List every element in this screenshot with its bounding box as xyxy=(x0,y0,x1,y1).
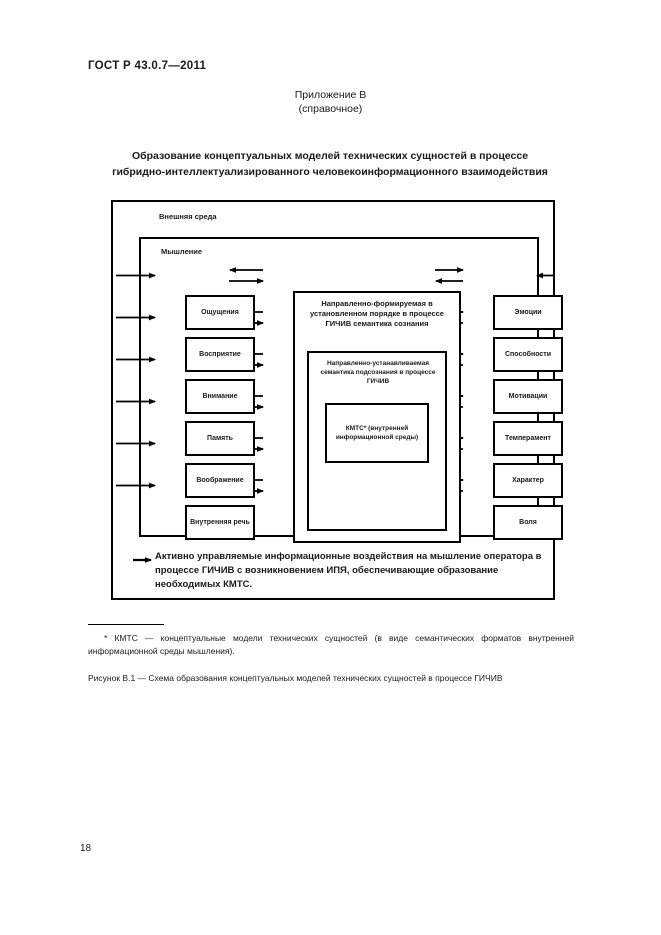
diagram-outer-frame: Внешняя среда xyxy=(111,200,563,600)
node-right-1[interactable]: Способности xyxy=(493,337,563,372)
node-left-0[interactable]: Ощущения xyxy=(185,295,255,330)
diagram-inner-frame: Мышление Ощущения Восприятие Внимание Па… xyxy=(139,237,563,543)
page-title-line-1: Образование концептуальных моделей техни… xyxy=(131,150,529,162)
node-center-subconsciousness-label: Направленно-устанавливаемая семантика по… xyxy=(320,360,436,385)
node-right-3[interactable]: Темперамент xyxy=(493,421,563,456)
page-title: Образование концептуальных моделей техни… xyxy=(80,148,580,180)
page-header-standard-id: ГОСТ Р 43.0.7—2011 xyxy=(88,60,207,72)
node-right-4[interactable]: Характер xyxy=(493,463,563,498)
node-left-5[interactable]: Внутренняя речь xyxy=(185,505,255,540)
node-center-kmts[interactable]: КМТС* (внутренней информационной среды) xyxy=(325,403,429,463)
footnote-divider xyxy=(88,624,164,625)
node-right-0[interactable]: Эмоции xyxy=(493,295,563,330)
node-center-kmts-label: КМТС* (внутренней информационной среды) xyxy=(335,425,419,441)
node-left-2[interactable]: Внимание xyxy=(185,379,255,414)
node-right-2[interactable]: Мотивации xyxy=(493,379,563,414)
appendix-title: Приложение В xyxy=(294,89,367,101)
appendix-subtitle: (справочное) xyxy=(298,103,363,115)
legend-text: Активно управляемые информационные возде… xyxy=(155,551,542,590)
node-left-4[interactable]: Воображение xyxy=(185,463,255,498)
node-left-1[interactable]: Восприятие xyxy=(185,337,255,372)
label-thinking: Мышление xyxy=(161,247,203,256)
appendix-block: Приложение В (справочное) xyxy=(0,88,661,116)
page-number: 18 xyxy=(80,843,92,854)
node-center-subconsciousness[interactable]: Направленно-устанавливаемая семантика по… xyxy=(307,351,447,531)
label-external-environment: Внешняя среда xyxy=(159,212,217,221)
node-right-5[interactable]: Воля xyxy=(493,505,563,540)
legend-arrow-icon xyxy=(133,557,152,563)
page-title-line-2: гибридно-интеллектуализированного челове… xyxy=(112,166,548,178)
node-center-consciousness-label: Направленно-формируемая в установленном … xyxy=(310,299,444,328)
node-center-consciousness[interactable]: Направленно-формируемая в установленном … xyxy=(293,291,461,543)
footnote-kmts: * КМТС — концептуальные модели техническ… xyxy=(88,633,574,656)
node-left-3[interactable]: Память xyxy=(185,421,255,456)
figure-caption: Рисунок В.1 — Схема образования концепту… xyxy=(88,673,503,683)
diagram-legend: Активно управляемые информационные возде… xyxy=(133,550,543,592)
